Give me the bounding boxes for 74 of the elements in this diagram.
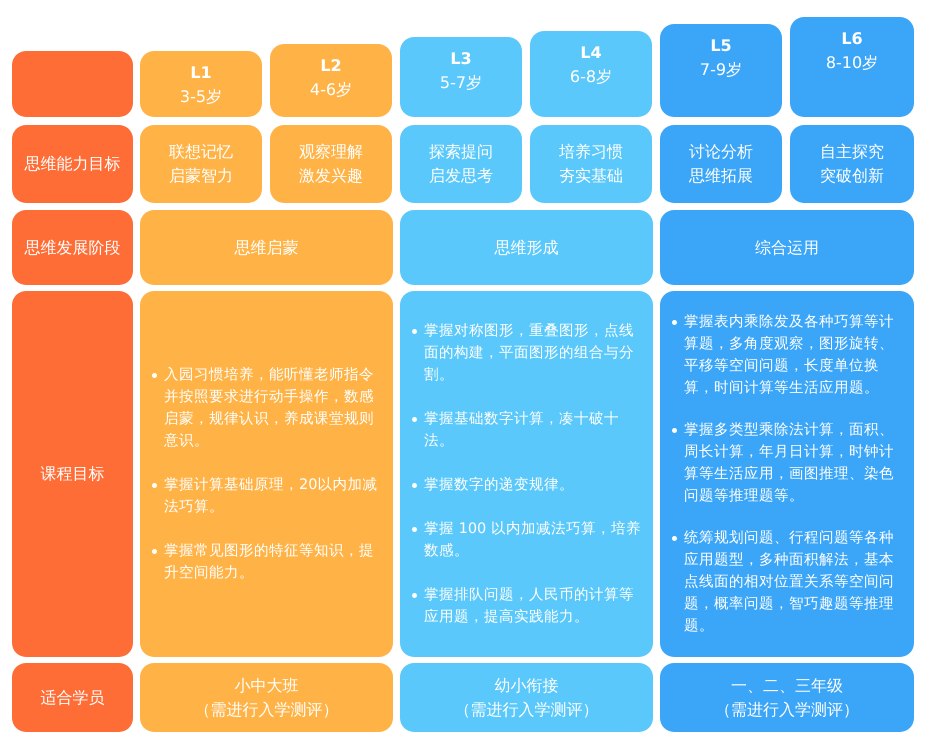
cell-text: 启蒙智力 — [169, 165, 233, 187]
level-cell — [790, 17, 914, 117]
bullet-text: 掌握 100 以内加减法巧算，培养数感。 — [410, 518, 641, 562]
cell-text: 幼小衔接 — [494, 674, 558, 696]
cell-text: 夯实基础 — [559, 165, 623, 187]
cell-text: 思维发展阶段 — [24, 236, 120, 258]
note-text: （需进行入学测评） — [454, 698, 598, 720]
student-cell — [660, 663, 914, 732]
cell-text: 综合运用 — [755, 236, 819, 258]
header-cell — [12, 51, 133, 117]
bullet-text: 掌握计算基础原理，20以内加减法巧算。 — [150, 474, 381, 518]
cell-text: 培养习惯 — [559, 141, 623, 163]
cell-text: 激发兴趣 — [299, 165, 363, 187]
course-goal-cell — [140, 291, 393, 657]
cell-text: 小中大班 — [234, 674, 298, 696]
bullet-text: 掌握数字的递变规律。 — [410, 474, 641, 496]
age-range: 3-5岁 — [180, 86, 222, 108]
goal-cell — [530, 125, 652, 203]
age-range: 4-6岁 — [310, 79, 352, 101]
age-range: 6-8岁 — [570, 66, 612, 88]
bullet-text: 掌握常见图形的特征等知识，提升空间能力。 — [150, 540, 381, 584]
cell-text: 思维能力目标 — [24, 153, 120, 175]
cell-text: 探索提问 — [429, 141, 493, 163]
level-name: L1 — [190, 62, 212, 84]
cell-text: 课程目标 — [40, 463, 104, 485]
age-range: 7-9岁 — [700, 59, 742, 81]
cell-text: 讨论分析 — [689, 141, 753, 163]
level-name: L2 — [320, 55, 342, 77]
bullet-text: 掌握对称图形，重叠图形，点线面的构建，平面图形的组合与分割。 — [410, 320, 641, 386]
cell-text: 思维形成 — [494, 236, 558, 258]
cell-text: 联想记忆 — [169, 141, 233, 163]
note-text: （需进行入学测评） — [194, 698, 338, 720]
level-cell — [140, 51, 262, 117]
row-header-cell — [12, 291, 133, 657]
goal-cell — [660, 125, 782, 203]
age-range: 8-10岁 — [826, 52, 878, 74]
bullet-text: 掌握表内乘除发及各种巧算等计算题，多角度观察，图形旋转、平移等空间问题，长度单位换算，时间计算等生活应用题。 — [670, 311, 902, 399]
cell-text: 思维启蒙 — [234, 236, 298, 258]
bullet-text: 掌握排队问题，人民币的计算等应用题，提高实践能力。 — [410, 584, 641, 628]
goal-cell — [270, 125, 392, 203]
level-name: L5 — [710, 35, 732, 57]
cell-text: 突破创新 — [820, 165, 884, 187]
bullet-text: 统筹规划问题、行程问题等各种应用题型，多种面积解法，基本点线面的相对位置关系等空间问题，概率问题，智巧趣题等推理题。 — [670, 527, 902, 637]
student-cell — [140, 663, 393, 732]
student-cell — [400, 663, 653, 732]
stage-cell — [140, 210, 393, 285]
cell-text: 思维拓展 — [689, 165, 753, 187]
row-header-cell — [12, 125, 133, 203]
bullet-text: 掌握多类型乘除法计算，面积、周长计算，年月日计算，时钟计算等生活应用，画图推理、染色问题等推理题等。 — [670, 419, 902, 507]
cell-text: 观察理解 — [299, 141, 363, 163]
level-name: L3 — [450, 48, 472, 70]
cell-text: 一、二、三年级 — [731, 674, 843, 696]
row-header-cell — [12, 210, 133, 285]
goal-cell — [140, 125, 262, 203]
cell-text: 启发思考 — [429, 165, 493, 187]
stage-cell — [660, 210, 914, 285]
note-text: （需进行入学测评） — [715, 698, 859, 720]
cell-text: 自主探究 — [820, 141, 884, 163]
level-cell — [400, 37, 522, 117]
cell-text: 适合学员 — [40, 686, 104, 708]
goal-cell — [790, 125, 914, 203]
course-goal-cell — [660, 291, 914, 657]
bullet-text: 入园习惯培养，能听懂老师指令并按照要求进行动手操作，数感启蒙，规律认识，养成课堂规则意识。 — [150, 364, 381, 452]
level-name: L6 — [841, 28, 863, 50]
level-name: L4 — [580, 42, 602, 64]
level-cell — [270, 44, 392, 117]
bullet-text: 掌握基础数字计算，凑十破十法。 — [410, 408, 641, 452]
stage-cell — [400, 210, 653, 285]
course-goal-cell — [400, 291, 653, 657]
row-header-cell — [12, 663, 133, 732]
level-cell — [530, 31, 652, 117]
goal-cell — [400, 125, 522, 203]
level-cell — [660, 24, 782, 117]
age-range: 5-7岁 — [440, 72, 482, 94]
